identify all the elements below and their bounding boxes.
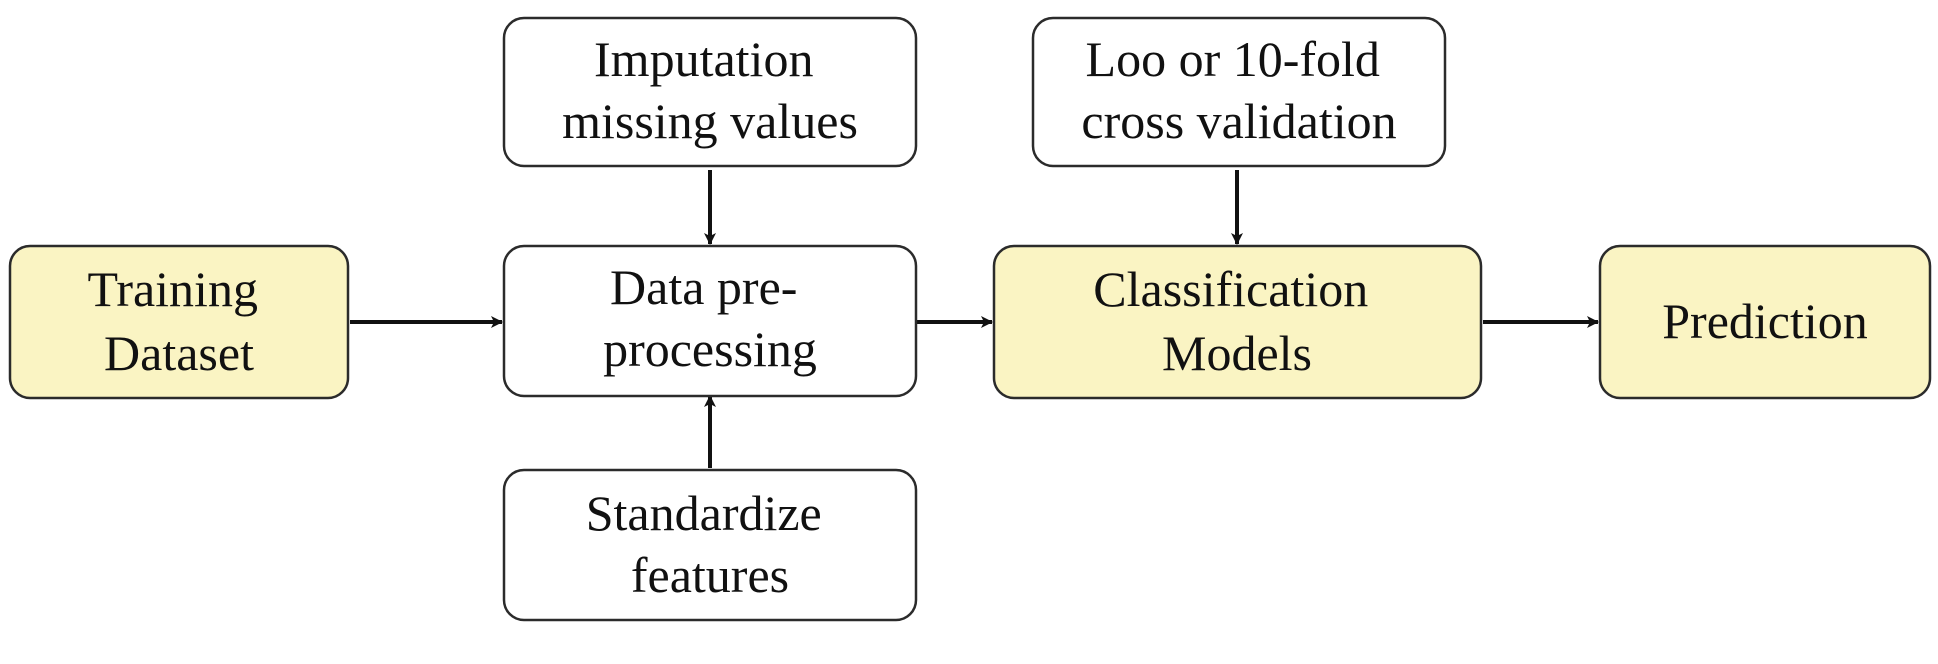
node-loo-line-2: cross validation bbox=[1081, 93, 1396, 149]
node-classification-box bbox=[992, 244, 1483, 400]
svg-text:Training Dataset: Training Dataset bbox=[88, 261, 271, 381]
node-imputation-box bbox=[502, 16, 918, 168]
node-prediction-line-1: Prediction bbox=[1662, 293, 1868, 349]
node-preprocessing-box bbox=[502, 244, 918, 398]
node-prediction: Prediction bbox=[1598, 244, 1932, 400]
node-imputation-line-1: Imputation bbox=[594, 31, 813, 87]
svg-text:Classification Models: Classification Models bbox=[1093, 261, 1380, 381]
node-imputation-line-2: missing values bbox=[562, 93, 858, 149]
node-preprocessing-line-2: processing bbox=[603, 321, 817, 377]
node-training-box bbox=[8, 244, 350, 400]
node-prediction-box bbox=[1598, 244, 1932, 400]
svg-text:Imputation missing val: Imputation missing values bbox=[562, 31, 858, 149]
node-loo: Loo or 10-fold cross validation bbox=[1031, 16, 1447, 168]
svg-text:Standardize features: Standardize features bbox=[586, 485, 835, 603]
node-classification-line-1: Classification bbox=[1093, 261, 1368, 317]
svg-text:Loo or 10-fold cross v: Loo or 10-fold cross validation bbox=[1081, 31, 1396, 149]
node-training-line-1: Training bbox=[88, 261, 258, 317]
svg-text:Data pre- processing: Data pre- processing bbox=[603, 259, 817, 377]
node-loo-line-1: Loo or 10-fold bbox=[1086, 31, 1380, 87]
node-classification: Classification Models bbox=[992, 244, 1483, 400]
node-preprocessing-line-1: Data pre- bbox=[610, 259, 797, 315]
node-standardize-line-2: features bbox=[631, 547, 789, 603]
node-training-line-2: Dataset bbox=[104, 325, 254, 381]
node-standardize: Standardize features bbox=[502, 468, 918, 622]
svg-text:Prediction: Prediction bbox=[1662, 293, 1868, 349]
node-imputation: Imputation missing values bbox=[502, 16, 918, 168]
node-classification-line-2: Models bbox=[1162, 325, 1312, 381]
node-preprocessing: Data pre- processing bbox=[502, 244, 918, 398]
node-standardize-box bbox=[502, 468, 918, 622]
node-training: Training Dataset bbox=[8, 244, 350, 400]
node-standardize-line-1: Standardize bbox=[586, 485, 822, 541]
node-loo-box bbox=[1031, 16, 1447, 168]
